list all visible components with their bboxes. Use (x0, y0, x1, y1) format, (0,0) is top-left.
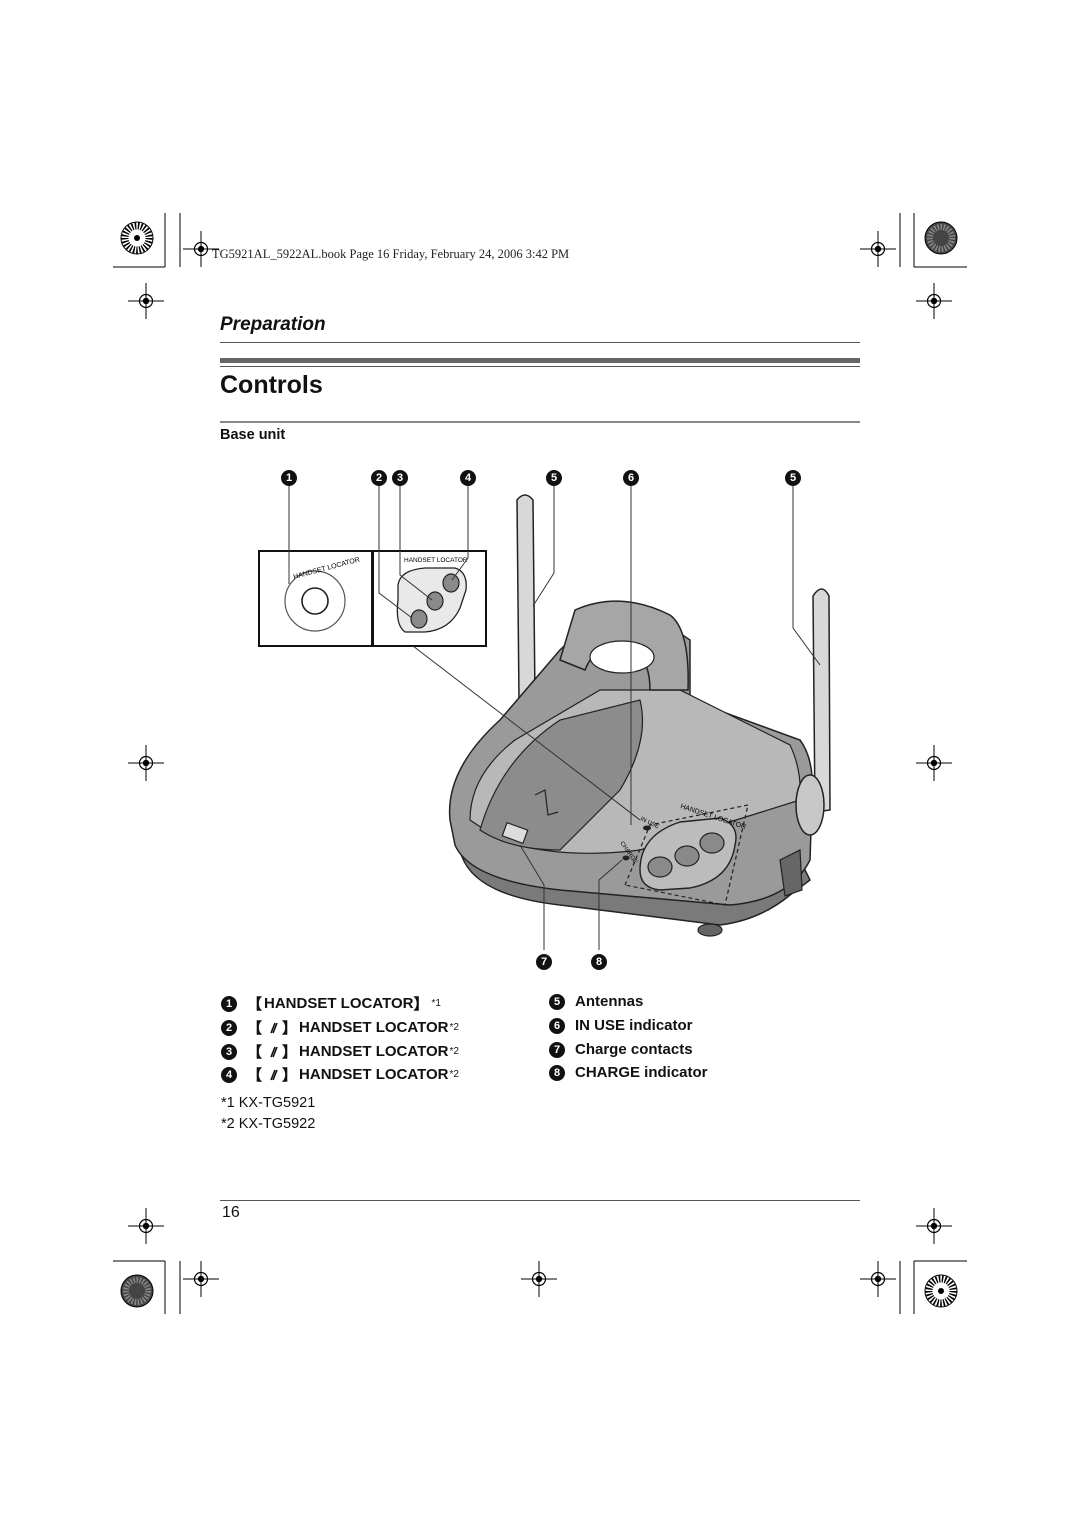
footnote-ref: *2 (449, 1069, 459, 1080)
open-bracket-icon: 【 (247, 1044, 263, 1061)
inset-right-label: HANDSET LOCATOR (404, 557, 468, 564)
legend-item: 4 【 】 HANDSET LOCATOR *2 (221, 1064, 459, 1085)
footnote-ref: *1 (431, 998, 441, 1009)
legend-number: 3 (221, 1043, 237, 1060)
legend-label: IN USE indicator (575, 1017, 693, 1034)
print-header: TG5921AL_5922AL.book Page 16 Friday, Feb… (212, 247, 570, 261)
registration-mark-icon (915, 1207, 953, 1245)
handset-icon (270, 1046, 278, 1057)
legend-label: Charge contacts (575, 1041, 693, 1058)
title-rule-top (220, 358, 860, 363)
registration-dark-icon (925, 222, 957, 254)
legend-number: 5 (549, 993, 565, 1010)
subheading: Base unit (220, 427, 286, 443)
section-rule (220, 342, 860, 343)
legend-label: HANDSET LOCATOR (264, 995, 414, 1012)
legend-item: 7 Charge contacts (549, 1041, 693, 1058)
callout-number: 8 (591, 954, 607, 970)
legend-number: 2 (221, 1019, 237, 1036)
legend-item: 3 【 】 HANDSET LOCATOR *2 (221, 1041, 459, 1062)
callout-number: 5 (546, 470, 562, 486)
open-bracket-icon: 【 (247, 1067, 263, 1084)
registration-mark-icon (127, 1207, 165, 1245)
registration-mark-icon (182, 1260, 220, 1298)
close-bracket-icon: 】 (282, 1020, 298, 1037)
close-bracket-icon: 】 (282, 1044, 298, 1061)
registration-mark-icon (127, 744, 165, 782)
registration-mark-icon (127, 282, 165, 320)
open-bracket-icon: 【 (247, 1020, 263, 1037)
title-rule-top-thin (220, 366, 860, 367)
callout-number: 6 (623, 470, 639, 486)
handset-icon (270, 1069, 278, 1080)
registration-star-icon (925, 1275, 957, 1307)
legend-label: Antennas (575, 993, 644, 1010)
legend-number: 7 (549, 1041, 565, 1058)
title-rule-bottom (220, 421, 860, 423)
legend-number: 4 (221, 1066, 237, 1083)
section-label: Preparation (220, 314, 326, 335)
registration-mark-icon (859, 230, 897, 268)
callout-number: 3 (392, 470, 408, 486)
legend-label: HANDSET LOCATOR (299, 1066, 449, 1083)
close-bracket-icon: 】 (282, 1067, 298, 1084)
footnote: *1 KX-TG5921 (221, 1095, 316, 1111)
legend-item: 8 CHARGE indicator (549, 1064, 708, 1081)
legend-number: 6 (549, 1017, 565, 1034)
footnote: *2 KX-TG5922 (221, 1116, 316, 1132)
legend-label: CHARGE indicator (575, 1064, 708, 1081)
handset-icon (270, 1022, 278, 1033)
legend-number: 8 (549, 1064, 565, 1081)
registration-mark-icon (859, 1260, 897, 1298)
page-title: Controls (220, 371, 323, 399)
callout-number: 7 (536, 954, 552, 970)
registration-dark-icon (121, 1275, 153, 1307)
registration-star-icon (121, 222, 153, 254)
legend-item: 5 Antennas (549, 993, 643, 1010)
callout-number: 2 (371, 470, 387, 486)
registration-mark-icon (915, 282, 953, 320)
registration-mark-icon (520, 1260, 558, 1298)
footnote-ref: *2 (449, 1022, 459, 1033)
callout-number: 1 (281, 470, 297, 486)
base-unit-illustration: HANDSET LOCATOR IN USE CHARGE HANDSET LO… (258, 486, 831, 950)
footnote-ref: *2 (449, 1046, 459, 1057)
legend-label: HANDSET LOCATOR (299, 1019, 449, 1036)
close-bracket-icon: 】 (413, 996, 429, 1013)
footer-rule (220, 1200, 860, 1201)
legend-item: 6 IN USE indicator (549, 1017, 693, 1034)
callout-number: 5 (785, 470, 801, 486)
legend-number: 1 (221, 995, 237, 1012)
legend-label: HANDSET LOCATOR (299, 1043, 449, 1060)
legend-item: 1 【 HANDSET LOCATOR 】 *1 (221, 993, 441, 1014)
page-number: 16 (222, 1204, 240, 1221)
open-bracket-icon: 【 (247, 996, 263, 1013)
registration-mark-icon (915, 744, 953, 782)
legend-item: 2 【 】 HANDSET LOCATOR *2 (221, 1017, 459, 1038)
callout-number: 4 (460, 470, 476, 486)
